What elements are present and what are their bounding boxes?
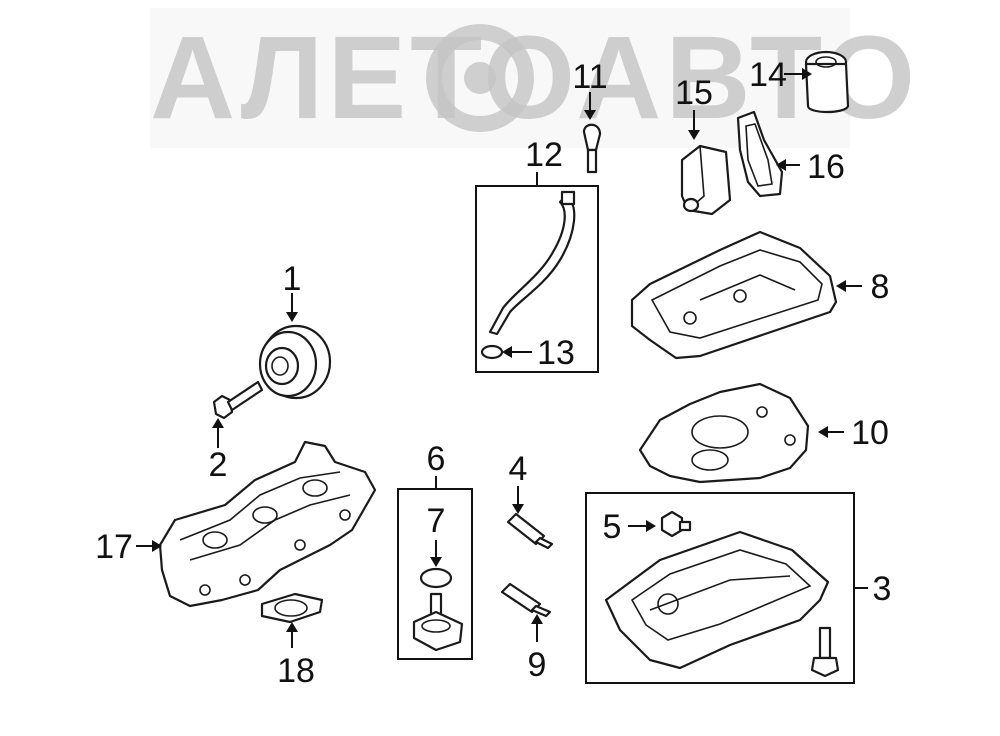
callout-9: 9: [528, 646, 547, 684]
upper-oil-pan-part-8: [630, 230, 838, 360]
bolt-part-2: [212, 380, 264, 420]
callout-3: 3: [873, 570, 892, 608]
callout-17: 17: [95, 528, 133, 566]
callout-15: 15: [675, 74, 713, 112]
callout-1: 1: [283, 260, 302, 298]
callout-16: 16: [807, 148, 845, 186]
callout-2: 2: [209, 446, 228, 484]
callout-14: 14: [749, 56, 787, 94]
callout-7: 7: [427, 502, 446, 540]
callout-12: 12: [525, 136, 563, 174]
callout-6: 6: [427, 440, 446, 478]
watermark-logo: АЛЕТОАВТО: [150, 8, 915, 148]
dipstick-tube-part-12: [488, 190, 576, 336]
baffle-plate-part-10: [638, 382, 810, 484]
callout-11: 11: [572, 58, 607, 96]
callout-8: 8: [871, 268, 890, 306]
gasket-part-16: [736, 110, 784, 198]
seal-ring-part-7: [419, 567, 453, 589]
callout-10: 10: [851, 414, 889, 452]
dipstick-part-11: [582, 123, 602, 174]
callout-4: 4: [509, 450, 528, 488]
callout-13: 13: [537, 334, 575, 372]
callout-18: 18: [277, 652, 315, 690]
sealant-tube-part-4: [506, 512, 554, 550]
o-ring-part-13: [480, 344, 504, 360]
gear-icon: [426, 24, 534, 132]
pulley-part-1: [258, 324, 332, 400]
sealant-tube-part-9: [500, 582, 552, 618]
intake-manifold-part-17: [158, 440, 377, 608]
gasket-part-18: [260, 592, 324, 624]
oil-filter-part-14: [804, 50, 850, 114]
oil-cooler-part-15: [680, 144, 732, 216]
pan-bolt-part-3: [810, 626, 840, 678]
drain-bolt-part-5: [660, 510, 692, 538]
oil-level-sensor-part-6: [412, 592, 464, 652]
lower-oil-pan-part-3: [604, 530, 830, 670]
callout-5: 5: [603, 508, 622, 546]
